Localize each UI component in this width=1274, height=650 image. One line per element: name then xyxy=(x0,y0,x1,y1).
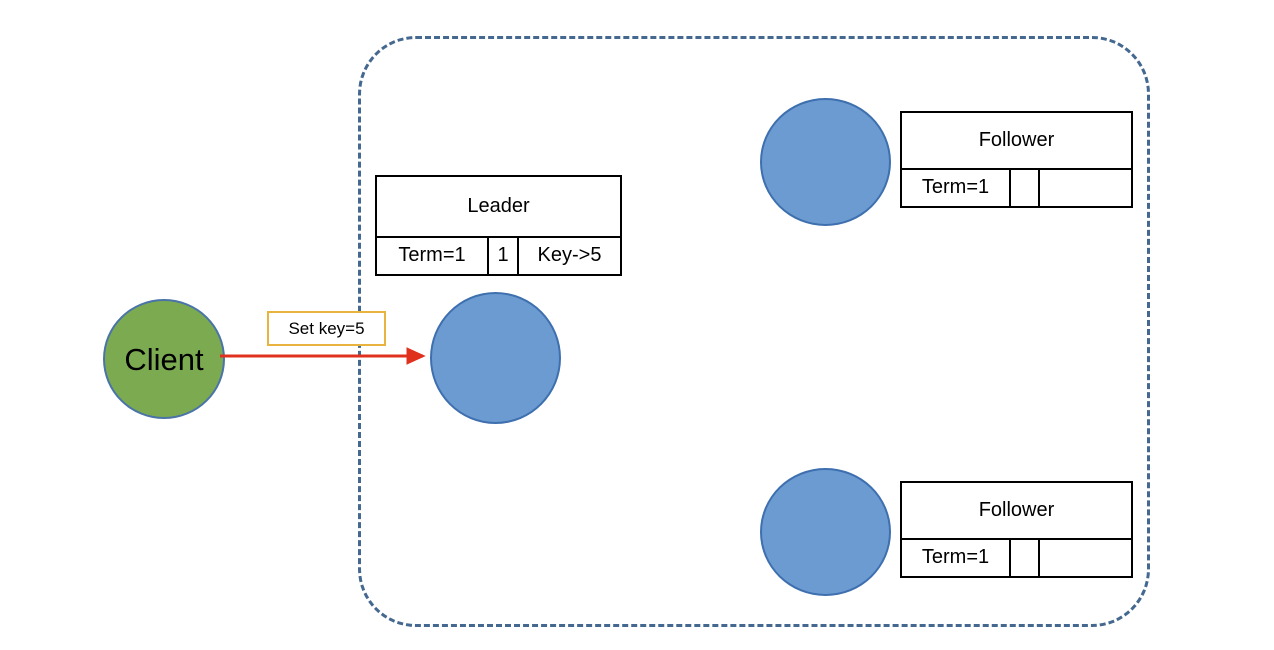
follower-1-state-table: Follower Term=1 xyxy=(900,111,1133,208)
arrow-right-icon xyxy=(220,347,426,365)
follower-2-role-label: Follower xyxy=(978,498,1055,521)
follower-2-log-row: Term=1 xyxy=(902,539,1131,576)
follower-2-state-table: Follower Term=1 xyxy=(900,481,1133,578)
follower-1-log-row: Term=1 xyxy=(902,169,1131,206)
follower-2-log-term-cell: Term=1 xyxy=(902,539,1011,576)
follower-2-log-index-cell xyxy=(1011,539,1040,576)
message-label-text: Set key=5 xyxy=(288,318,365,338)
follower-1-role-label: Follower xyxy=(978,128,1055,151)
leader-log-index-cell: 1 xyxy=(489,237,519,274)
leader-role-header: Leader xyxy=(377,177,620,238)
leader-role-label: Leader xyxy=(467,194,530,217)
follower-1-node-circle[interactable] xyxy=(760,98,891,226)
follower-2-node-circle[interactable] xyxy=(760,468,891,596)
leader-log-row: Term=1 1 Key->5 xyxy=(377,237,620,274)
leader-state-table: Leader Term=1 1 Key->5 xyxy=(375,175,622,276)
follower-1-log-index-cell xyxy=(1011,169,1040,206)
client-node-circle[interactable]: Client xyxy=(103,299,225,419)
follower-2-log-command-cell xyxy=(1040,540,1131,576)
follower-1-log-command-cell xyxy=(1040,170,1131,206)
leader-node-circle[interactable] xyxy=(430,292,561,424)
client-node-label: Client xyxy=(124,341,204,377)
leader-log-term-cell: Term=1 xyxy=(377,237,489,274)
message-label-set-key[interactable]: Set key=5 xyxy=(267,311,386,346)
leader-log-command-cell: Key->5 xyxy=(537,244,602,267)
follower-2-role-header: Follower xyxy=(902,483,1131,540)
follower-1-log-term-cell: Term=1 xyxy=(902,169,1011,206)
follower-1-role-header: Follower xyxy=(902,113,1131,170)
